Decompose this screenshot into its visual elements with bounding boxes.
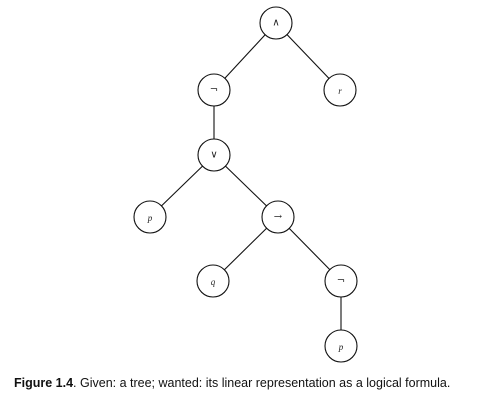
variable-label: p [147,213,153,223]
node-and: ∧ [259,6,293,40]
node-q: q [196,264,230,298]
variable-label: q [211,277,216,287]
node-implies: → [261,200,295,234]
syntax-tree-diagram: ∧ ¬ r ∨ p → q ¬ p [133,6,358,363]
node-or: ∨ [197,138,231,172]
tree-edges [161,34,342,330]
node-circle [324,264,358,298]
variable-label: p [338,342,344,352]
logical-not-symbol: ¬ [210,85,218,96]
logical-or-symbol: ∨ [210,150,217,161]
caption-text: . Given: a tree; wanted: its linear repr… [73,376,451,390]
node-p1: p [133,200,167,234]
edge-and-not1 [224,34,266,79]
node-circle [261,200,295,234]
logical-and-symbol: ∧ [272,18,279,29]
node-circle [323,73,357,107]
figure-label: Figure 1.4 [14,376,74,390]
edge-implies-not2 [288,228,331,270]
edge-or-p1 [161,165,203,207]
variable-label: r [338,86,342,96]
node-r: r [323,73,357,107]
tree-nodes: ∧ ¬ r ∨ p → q ¬ p [133,6,358,363]
node-p2: p [324,329,358,363]
node-not2: ¬ [324,264,358,298]
logical-not-symbol: ¬ [337,276,345,287]
edge-and-r [286,34,330,79]
node-circle [197,138,231,172]
node-circle [196,264,230,298]
node-circle [133,200,167,234]
figure-caption: Figure 1.4. Given: a tree; wanted: its l… [14,375,482,391]
node-circle [324,329,358,363]
node-circle [259,6,293,40]
node-circle [197,73,231,107]
implication-arrow-symbol: → [274,212,283,223]
edge-or-implies [225,165,267,207]
edge-implies-q [224,227,267,271]
node-not1: ¬ [197,73,231,107]
